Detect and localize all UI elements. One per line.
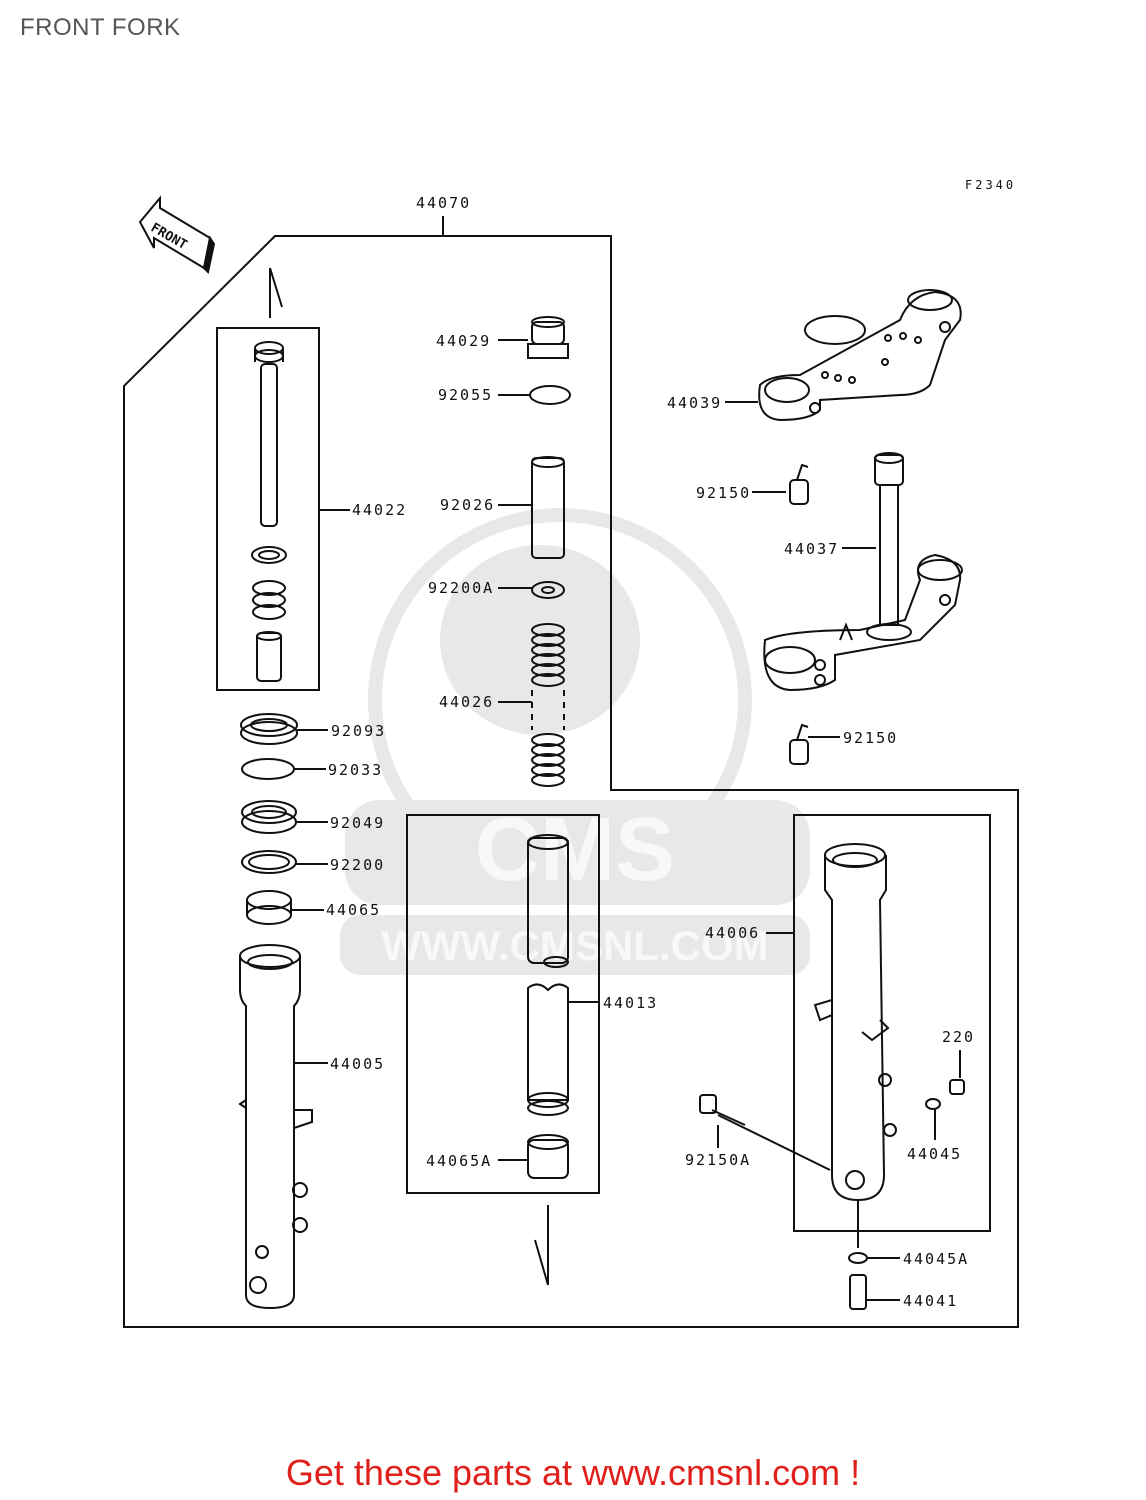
label-92150-top: 92150 <box>696 484 752 502</box>
label-92200: 92200 <box>330 856 386 874</box>
upper-bracket-icon <box>758 289 962 422</box>
label-92055: 92055 <box>438 386 494 404</box>
bolt-44041-icon <box>849 1274 867 1310</box>
label-44065: 44065 <box>326 901 382 919</box>
label-44013: 44013 <box>603 994 659 1012</box>
label-92200a: 92200A <box>428 579 495 597</box>
cta-link[interactable]: Get these parts at www.cmsnl.com ! <box>285 1452 861 1493</box>
screw-220-icon <box>949 1079 965 1095</box>
label-92026: 92026 <box>440 496 496 514</box>
label-92049: 92049 <box>330 814 386 832</box>
label-44065a: 44065A <box>426 1152 493 1170</box>
label-92033: 92033 <box>328 761 384 779</box>
figure-code: F2340 <box>965 178 1017 192</box>
damper-rod-icon <box>251 341 287 682</box>
label-44039: 44039 <box>667 394 723 412</box>
label-44070: 44070 <box>416 194 472 212</box>
slide-bushing-icon <box>527 1134 569 1179</box>
outer-tube-left-icon <box>238 944 313 1310</box>
spacer-tube-icon <box>531 456 565 559</box>
label-220: 220 <box>942 1028 976 1046</box>
label-44006: 44006 <box>705 924 761 942</box>
page-title: FRONT FORK <box>20 14 181 41</box>
label-44045: 44045 <box>907 1145 963 1163</box>
dust-seal-icon <box>240 713 298 745</box>
bolt-icon <box>789 463 809 505</box>
box-44006 <box>793 814 991 1232</box>
circlip-icon <box>241 758 295 780</box>
o-ring-icon <box>529 385 571 405</box>
label-44026: 44026 <box>439 693 495 711</box>
washer-44045a-icon <box>848 1252 868 1264</box>
steering-stem-icon <box>763 452 963 692</box>
label-92150a: 92150A <box>685 1151 752 1169</box>
assembly-outline <box>123 235 1019 1328</box>
inner-tube-icon <box>527 834 569 1116</box>
front-direction-arrow-icon: FRONT <box>138 195 216 275</box>
washer-92200-icon <box>241 850 297 874</box>
label-44022: 44022 <box>352 501 408 519</box>
cap-bolt-icon <box>527 316 569 359</box>
label-44045a: 44045A <box>903 1250 970 1268</box>
oil-seal-icon <box>241 800 297 834</box>
bolt-92150a-icon <box>699 1094 746 1126</box>
washer-44045-icon <box>925 1098 941 1110</box>
label-92150-bottom: 92150 <box>843 729 899 747</box>
guide-bushing-icon <box>246 890 292 925</box>
bolt-bottom-icon <box>789 723 809 765</box>
label-44037: 44037 <box>784 540 840 558</box>
label-92093: 92093 <box>331 722 387 740</box>
box-44022 <box>216 327 320 691</box>
label-44029: 44029 <box>436 332 492 350</box>
label-44005: 44005 <box>330 1055 386 1073</box>
label-44041: 44041 <box>903 1292 959 1310</box>
fork-spring-icon <box>531 623 565 787</box>
box-44013 <box>406 814 600 1194</box>
washer-icon <box>531 581 565 599</box>
outer-tube-right-icon <box>813 843 897 1202</box>
